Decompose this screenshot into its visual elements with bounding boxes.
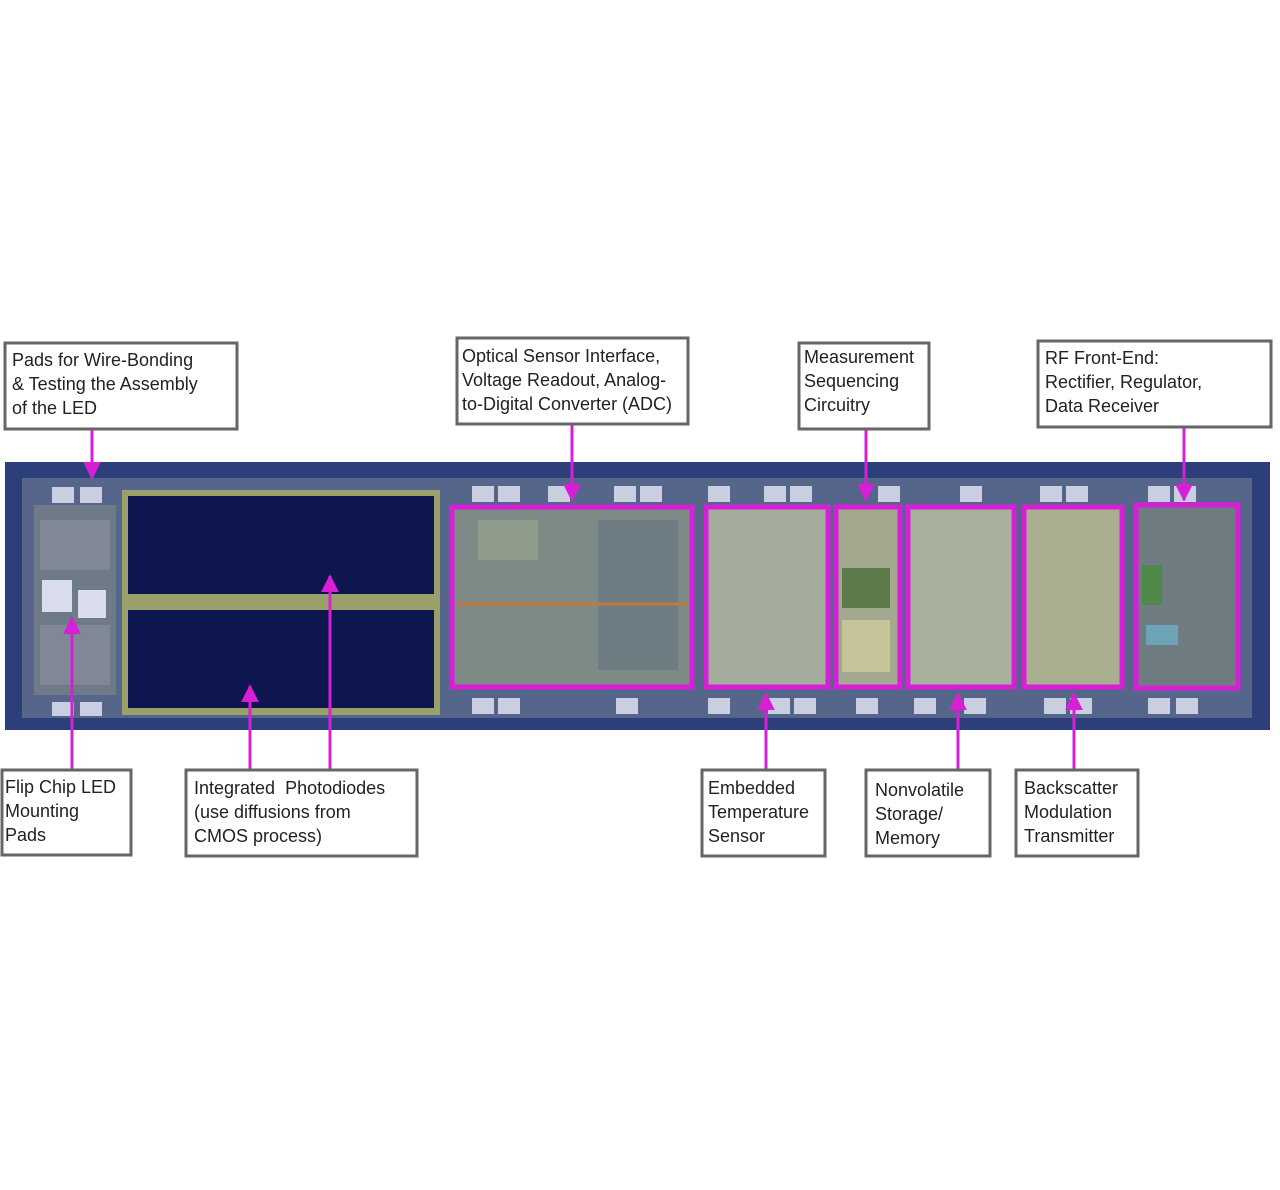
box-temperature-sensor [700,768,827,858]
outline-rf-front-end [1133,502,1241,691]
outline-backscatter [1021,504,1125,690]
box-photodiodes [184,768,419,858]
label-photodiodes: Integrated Photodiodes (use diffusions f… [194,778,390,846]
outline-optical-sensor [449,504,695,690]
label-nonvolatile-memory: Nonvolatile Storage/ Memory [875,780,969,848]
label-pads-wire-bonding: Pads for Wire-Bonding & Testing the Asse… [12,350,203,418]
label-flip-chip-led: Flip Chip LED Mounting Pads [5,777,121,845]
bond-pads-bottom [52,698,1198,716]
label-rf-front-end: RF Front-End: Rectifier, Regulator, Data… [1045,348,1207,416]
outline-temperature-sensor [703,504,831,690]
photodiode-top [128,496,434,594]
region-outlines [449,502,1241,691]
box-backscatter [1014,768,1140,858]
label-temperature-sensor: Embedded Temperature Sensor [708,778,814,846]
photodiode-array [122,490,440,715]
label-boxes [0,336,1273,858]
box-rf-front-end [1036,339,1273,429]
outline-measurement-sequencing [833,504,903,690]
circuit-blocks [452,505,1238,688]
box-flip-chip-led [0,768,133,857]
label-optical-sensor: Optical Sensor Interface, Voltage Readou… [462,346,672,414]
led-pad-area [34,505,116,695]
leader-lines [63,424,1193,770]
photodiode-bottom [128,610,434,708]
box-pads-wire-bonding [3,341,239,431]
box-optical-sensor [455,336,690,426]
chip-die [5,462,1270,730]
box-measurement-sequencing [797,341,931,431]
label-backscatter: Backscatter Modulation Transmitter [1024,778,1123,846]
label-measurement-sequencing: Measurement Sequencing Circuitry [804,347,919,415]
box-nonvolatile-memory [864,768,992,858]
outline-nonvolatile-memory [905,504,1017,690]
